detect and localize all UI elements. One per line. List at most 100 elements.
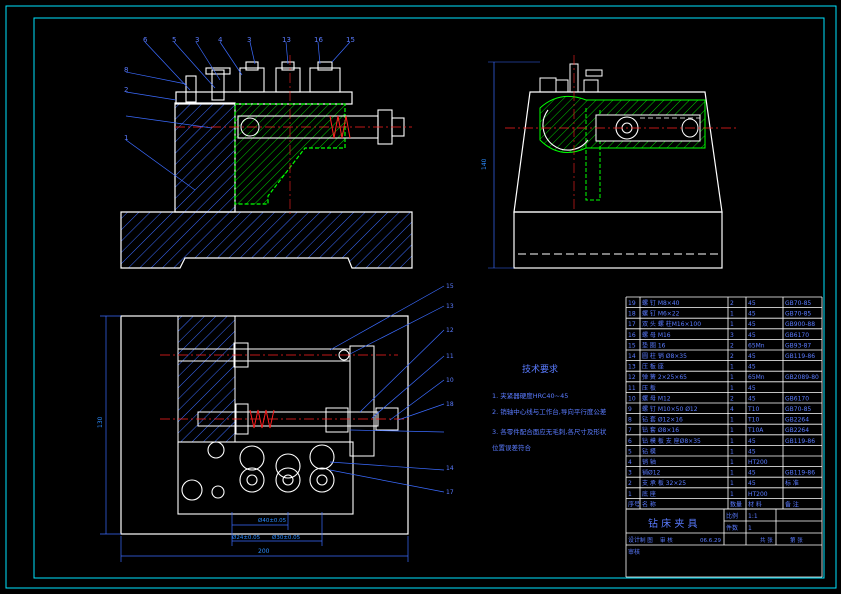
bom-sheet-label: 件数 (726, 524, 738, 532)
tech-note-3: 3. 各零件配合面应无毛刺,各尺寸及形状 (492, 427, 607, 436)
side-base (513, 211, 723, 269)
bom-cell-mat: 45 (748, 300, 756, 307)
bom-scale: 1:1 (748, 513, 758, 520)
bom-cell-no: 19 (628, 300, 636, 307)
balloon-t18: 18 (446, 401, 454, 408)
bom-cell-name: 螺 钉 M6×22 (642, 310, 680, 318)
balloon-t13: 13 (446, 303, 454, 310)
bom-cell-name: 底 座 (642, 490, 656, 498)
balloon-4: 4 (218, 36, 223, 44)
bom-cell-mat: 45 (748, 321, 756, 328)
inner-frame (33, 17, 825, 579)
bom-cell-qty: 1 (730, 311, 734, 318)
balloon-5: 5 (172, 36, 176, 44)
bom-cell-no: 14 (628, 353, 636, 360)
front-leaders (125, 41, 351, 191)
bom-cell-std: GB2264 (785, 427, 809, 434)
bom-cell-qty: 2 (730, 300, 734, 307)
side-ring (542, 109, 589, 151)
bom-cell-qty: 1 (730, 470, 734, 477)
bom-cell-no: 11 (628, 385, 636, 392)
bom-cell-name: 销 轴 (642, 458, 656, 466)
top-dim-lines (100, 315, 409, 562)
balloon-t12: 12 (446, 327, 454, 334)
tech-note-4: 位置误差符合 (492, 443, 532, 452)
bom-cell-no: 10 (628, 395, 636, 402)
bom-cell-std: GB2089-80 (785, 374, 819, 381)
bom-cell-name: 垫 圈 16 (642, 341, 666, 349)
side-top-parts (539, 63, 603, 93)
balloon-6: 6 (143, 36, 148, 44)
bom-cell-std: GB6170 (785, 332, 809, 339)
bom-cell-name: 销Ø12 (642, 469, 661, 477)
top-leaders (329, 285, 445, 493)
column (174, 102, 236, 213)
bom-cell-name: 支 承 板 32×25 (642, 479, 686, 487)
bom-cell-std: 标 准 (785, 479, 799, 487)
bom-footer-cell: 第 张 (790, 536, 803, 544)
balloon-t17: 17 (446, 489, 454, 496)
bom-cell-no: 17 (628, 321, 636, 328)
bom-cell-name: 压 板 座 (642, 363, 664, 371)
balloon-t11: 11 (446, 353, 454, 360)
bom-cell-no: 3 (628, 470, 632, 477)
bom-cell-std: GB70-85 (785, 311, 811, 318)
bom-cell-name: 钻 模 (642, 447, 656, 455)
dim-d1: Ø40±0.05 (258, 517, 287, 524)
bom-cell-std: GB6170 (785, 395, 809, 402)
bom-title: 钻 床 夹 具 (648, 517, 698, 530)
balloon-2: 2 (124, 86, 128, 94)
top-spring (249, 409, 275, 429)
balloon-15: 15 (346, 36, 355, 44)
bom-header-mat: 材 料 (748, 500, 762, 508)
balloon-13: 13 (282, 36, 291, 44)
bom-cell-std: GB70-85 (785, 300, 811, 307)
bom-cell-mat: 45 (748, 353, 756, 360)
balloon-3b: 3 (247, 36, 251, 44)
bom-cell-no: 9 (628, 406, 632, 413)
bom-scale-label: 比例 (726, 512, 738, 520)
bom-cell-mat: 65Mn (748, 374, 765, 381)
top-balloons: 15 13 12 11 10 18 14 17 (446, 283, 454, 496)
bom-cell-mat: T10A (747, 427, 764, 434)
bom-cell-mat: 45 (748, 480, 756, 487)
bom-cell-no: 16 (628, 332, 636, 339)
bom-cell-name: 螺 母 M12 (642, 394, 671, 402)
bom-cell-qty: 1 (730, 385, 734, 392)
top-plate (175, 91, 353, 105)
top-base (120, 315, 409, 535)
bom-cell-qty: 1 (730, 438, 734, 445)
bom-cell-std: GB900-88 (785, 321, 815, 328)
balloon-t10: 10 (446, 377, 454, 384)
bom-cell-qty: 2 (730, 342, 734, 349)
bom-cell-name: 双 头 螺 柱M16×100 (642, 320, 701, 328)
bom-sheet: 1 (748, 525, 752, 532)
balloon-8: 8 (124, 66, 128, 74)
balloon-t14: 14 (446, 465, 454, 472)
bom-cell-qty: 3 (730, 332, 734, 339)
bom-cell-no: 12 (628, 374, 636, 381)
bom-cell-mat: 45 (748, 448, 756, 455)
side-height-label: 140 (481, 158, 488, 170)
bom-cell-qty: 1 (730, 480, 734, 487)
bom-cell-qty: 1 (730, 427, 734, 434)
bom-cell-name: 钻 套 Ø8×16 (642, 426, 679, 434)
bom-cell-qty: 1 (730, 321, 734, 328)
bom-cell-no: 1 (628, 491, 632, 498)
bom-cell-std: GB119-86 (785, 353, 815, 360)
bom-cell-name: 钻 套 Ø12×16 (642, 416, 683, 424)
side-view: 140 (481, 55, 738, 269)
bom-cell-mat: 45 (748, 385, 756, 392)
bom-cell-std: GB70-85 (785, 406, 811, 413)
bom-cell-no: 7 (628, 427, 632, 434)
tech-notes-title: 技术要求 (522, 363, 558, 375)
top-bracket (349, 345, 375, 457)
bom-cell-no: 18 (628, 311, 636, 318)
balloon-3: 3 (195, 36, 199, 44)
bom-footer-cell: 制 图 (640, 536, 653, 544)
bom-checker: 审核 (628, 548, 640, 556)
bom-cell-qty: 2 (730, 353, 734, 360)
bom-cell-std: GB93-87 (785, 342, 811, 349)
bom-header-qty: 数量 (730, 500, 742, 508)
top-holes (181, 441, 335, 501)
